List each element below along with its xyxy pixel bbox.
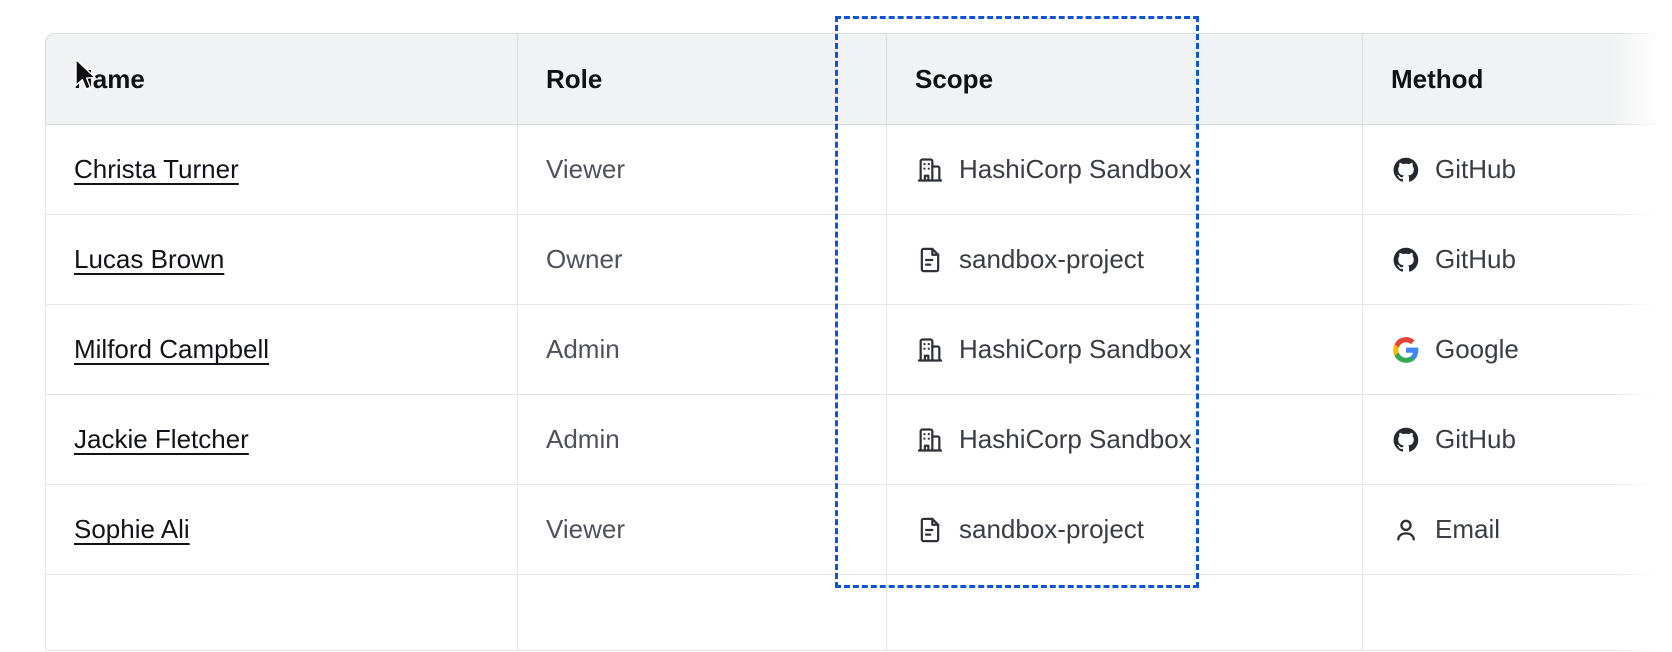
cell-method: GitHub <box>1363 125 1672 215</box>
cell-role: Owner <box>518 215 887 305</box>
method-label: Email <box>1435 514 1501 544</box>
member-role: Owner <box>546 244 623 274</box>
method-label: GitHub <box>1435 424 1516 454</box>
cell-name: Sophie Ali <box>45 485 518 575</box>
scope-label: HashiCorp Sandbox <box>959 154 1192 184</box>
cell-scope: HashiCorp Sandbox <box>887 395 1363 485</box>
cell-scope: HashiCorp Sandbox <box>887 305 1363 395</box>
method-label: Google <box>1435 334 1519 364</box>
user-person-icon <box>1391 515 1421 545</box>
table-header-row: Name Role Scope Method <box>45 33 1672 125</box>
members-table-container: Name Role Scope Method Christa Turner Vi… <box>45 33 1672 652</box>
cell-scope: HashiCorp Sandbox <box>887 125 1363 215</box>
members-table: Name Role Scope Method Christa Turner Vi… <box>45 33 1672 651</box>
organization-icon <box>915 155 945 185</box>
method-label: GitHub <box>1435 244 1516 274</box>
cell-name: Milford Campbell <box>45 305 518 395</box>
member-role: Viewer <box>546 154 626 184</box>
github-icon <box>1391 155 1421 185</box>
cell-name: Lucas Brown <box>45 215 518 305</box>
table-row: Milford Campbell Admin <box>45 305 1672 395</box>
member-name-link[interactable]: Milford Campbell <box>74 334 270 364</box>
cell-method: GitHub <box>1363 215 1672 305</box>
cell-role: Viewer <box>518 125 887 215</box>
cell-method: Google <box>1363 305 1672 395</box>
cell-role <box>518 575 887 651</box>
column-header-scope[interactable]: Scope <box>887 33 1363 125</box>
cell-scope: sandbox-project <box>887 485 1363 575</box>
cell-role: Viewer <box>518 485 887 575</box>
scope-label: HashiCorp Sandbox <box>959 334 1192 364</box>
member-role: Viewer <box>546 514 626 544</box>
table-row: Lucas Brown Owner <box>45 215 1672 305</box>
file-document-icon <box>915 515 945 545</box>
member-role: Admin <box>546 334 620 364</box>
cell-scope: sandbox-project <box>887 215 1363 305</box>
member-name-link[interactable]: Lucas Brown <box>74 244 225 274</box>
github-icon <box>1391 245 1421 275</box>
cell-name <box>45 575 518 651</box>
method-label: GitHub <box>1435 154 1516 184</box>
cell-role: Admin <box>518 395 887 485</box>
member-role: Admin <box>546 424 620 454</box>
column-header-method[interactable]: Method <box>1363 33 1672 125</box>
cell-method: GitHub <box>1363 395 1672 485</box>
member-name-link[interactable]: Sophie Ali <box>74 514 190 544</box>
cell-method <box>1363 575 1672 651</box>
file-document-icon <box>915 245 945 275</box>
organization-icon <box>915 425 945 455</box>
column-header-role[interactable]: Role <box>518 33 887 125</box>
google-icon <box>1391 335 1421 365</box>
cell-name: Christa Turner <box>45 125 518 215</box>
cell-name: Jackie Fletcher <box>45 395 518 485</box>
cell-scope <box>887 575 1363 651</box>
column-header-name[interactable]: Name <box>45 33 518 125</box>
member-name-link[interactable]: Christa Turner <box>74 154 239 184</box>
scope-label: sandbox-project <box>959 244 1144 274</box>
organization-icon <box>915 335 945 365</box>
table-row: Sophie Ali Viewer <box>45 485 1672 575</box>
scope-label: HashiCorp Sandbox <box>959 424 1192 454</box>
scope-label: sandbox-project <box>959 514 1144 544</box>
member-name-link[interactable]: Jackie Fletcher <box>74 424 249 454</box>
cell-role: Admin <box>518 305 887 395</box>
table-row: Jackie Fletcher Admin <box>45 395 1672 485</box>
cell-method: Email <box>1363 485 1672 575</box>
table-row <box>45 575 1672 651</box>
table-row: Christa Turner Viewer <box>45 125 1672 215</box>
table-header: Name Role Scope Method <box>45 33 1672 125</box>
table-body: Christa Turner Viewer <box>45 125 1672 651</box>
github-icon <box>1391 425 1421 455</box>
